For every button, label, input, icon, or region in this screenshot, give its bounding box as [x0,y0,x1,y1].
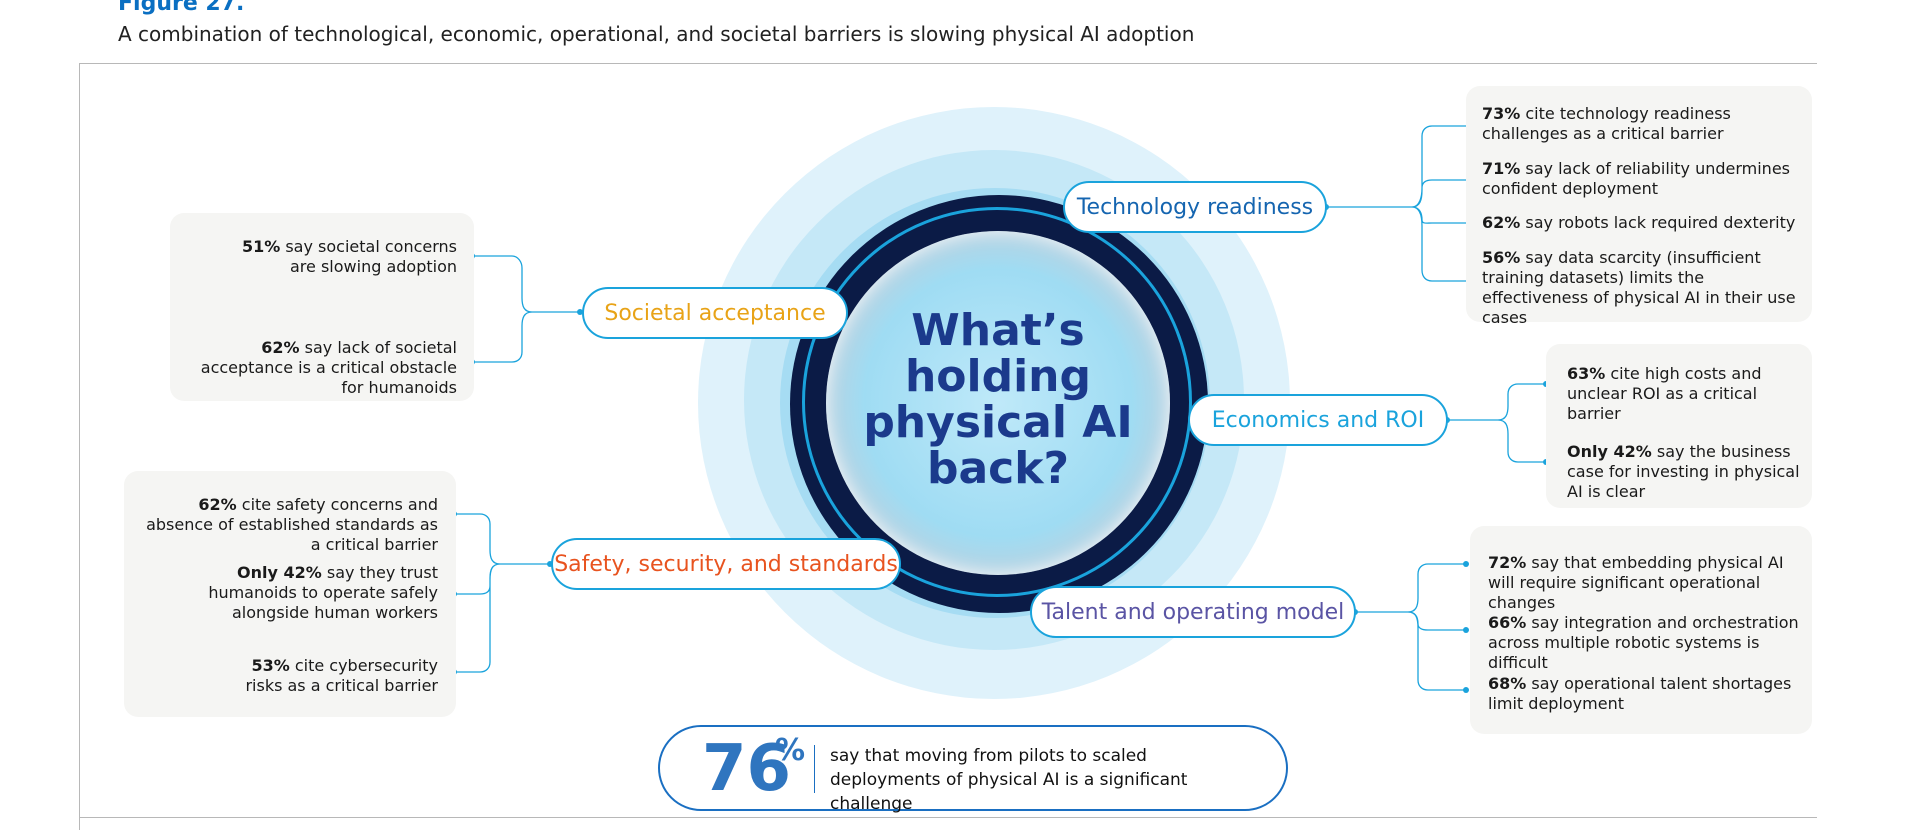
center-line: physical AI [863,397,1133,448]
bottom-divider [79,817,1817,818]
connector-safety [454,513,550,673]
stat-pct: Only 42% [1567,442,1652,461]
stat-economics-2: Only 42% say the business case for inves… [1567,442,1807,502]
stat-pct: 68% [1488,674,1527,693]
stat-text: say lack of societal acceptance is a cri… [200,338,457,397]
stat-safety-3: 53% cite cybersecurity risks as a critic… [228,656,438,696]
connector-dot [1463,687,1469,693]
pill-technology-readiness: Technology readiness [1063,181,1327,233]
core-accent-ring [802,207,1192,597]
stat-text: say the business case for investing in p… [1567,442,1800,501]
box-economics [1546,344,1812,508]
connector-dot [1463,627,1469,633]
stat-technology-3: 62% say robots lack required dexterity [1482,213,1802,233]
center-line: What’s [911,305,1085,356]
pill-label: Societal acceptance [604,300,826,326]
figure-label: Figure 27. [118,0,245,16]
stat-talent-2: 66% say integration and orchestration ac… [1488,613,1804,673]
pill-societal-acceptance: Societal acceptance [582,287,848,339]
pill-label: Talent and operating model [1041,599,1345,625]
stat-safety-1: 62% cite safety concerns and absence of … [138,495,438,555]
stat-talent-3: 68% say operational talent shortages lim… [1488,674,1804,714]
stat-pct: 62% [261,338,300,357]
box-technology [1466,86,1812,322]
pill-safety-security-standards: Safety, security, and standards [551,538,901,590]
connector-economics [1447,383,1546,463]
stat-pct: 66% [1488,613,1527,632]
left-divider [79,63,80,830]
stat-text: say operational talent shortages limit d… [1488,674,1792,713]
stat-text: say data scarcity (insufficient training… [1482,248,1796,327]
summary-banner: 76 % say that moving from pilots to scal… [658,725,1288,814]
banner-separator [814,745,815,793]
stat-societal-2: 62% say lack of societal acceptance is a… [180,338,457,398]
stat-societal-1: 51% say societal concerns are slowing ad… [226,237,457,277]
connector-technology [1326,125,1470,282]
pill-label: Technology readiness [1076,194,1314,220]
pill-label: Economics and ROI [1211,407,1425,433]
stat-text: say societal concerns are slowing adopti… [280,237,457,276]
stat-pct: 62% [1482,213,1521,232]
pill-talent-operating-model: Talent and operating model [1030,586,1356,638]
banner-value: 76 [702,732,792,806]
stat-economics-1: 63% cite high costs and unclear ROI as a… [1567,364,1807,424]
stat-text: cite high costs and unclear ROI as a cri… [1567,364,1762,423]
stat-pct: 62% [198,495,237,514]
connector-dot [1463,561,1469,567]
stat-text: cite cybersecurity risks as a critical b… [245,656,438,695]
stat-text: say robots lack required dexterity [1520,213,1796,232]
stat-text: say integration and orchestration across… [1488,613,1799,672]
stat-pct: 72% [1488,553,1527,572]
banner-unit: % [775,733,806,768]
connector-talent [1355,563,1466,691]
banner-text: say that moving from pilots to scaled de… [830,746,1188,814]
pill-label: Safety, security, and standards [554,551,898,577]
box-societal [170,213,474,401]
center-sphere [826,231,1170,575]
center-question: What’s holding physical AI back? [858,308,1138,492]
stat-pct: Only 42% [237,563,322,582]
stat-text: say they trust humanoids to operate safe… [208,563,438,622]
stat-text: say lack of reliability undermines confi… [1482,159,1790,198]
top-divider [79,63,1817,64]
stat-text: say that embedding physical AI will requ… [1488,553,1784,612]
stat-pct: 56% [1482,248,1521,267]
center-line: back? [926,443,1070,494]
stat-talent-1: 72% say that embedding physical AI will … [1488,553,1804,613]
stat-pct: 53% [251,656,290,675]
stat-pct: 71% [1482,159,1521,178]
stat-technology-2: 71% say lack of reliability undermines c… [1482,159,1802,199]
box-talent [1470,526,1812,734]
box-safety [124,471,456,717]
pill-economics-roi: Economics and ROI [1188,394,1448,446]
stat-pct: 51% [241,237,281,256]
center-line: holding [904,351,1092,402]
stat-pct: 73% [1482,104,1521,123]
connector-societal [472,255,580,363]
stat-text: cite safety concerns and absence of esta… [146,495,438,554]
figure-subtitle: A combination of technological, economic… [118,22,1195,46]
connector-dot [577,309,583,315]
stat-text: cite technology readiness challenges as … [1482,104,1731,143]
stat-technology-1: 73% cite technology readiness challenges… [1482,104,1802,144]
stat-safety-2: Only 42% say they trust humanoids to ope… [175,563,438,623]
stat-technology-4: 56% say data scarcity (insufficient trai… [1482,248,1802,328]
stat-pct: 63% [1567,364,1606,383]
